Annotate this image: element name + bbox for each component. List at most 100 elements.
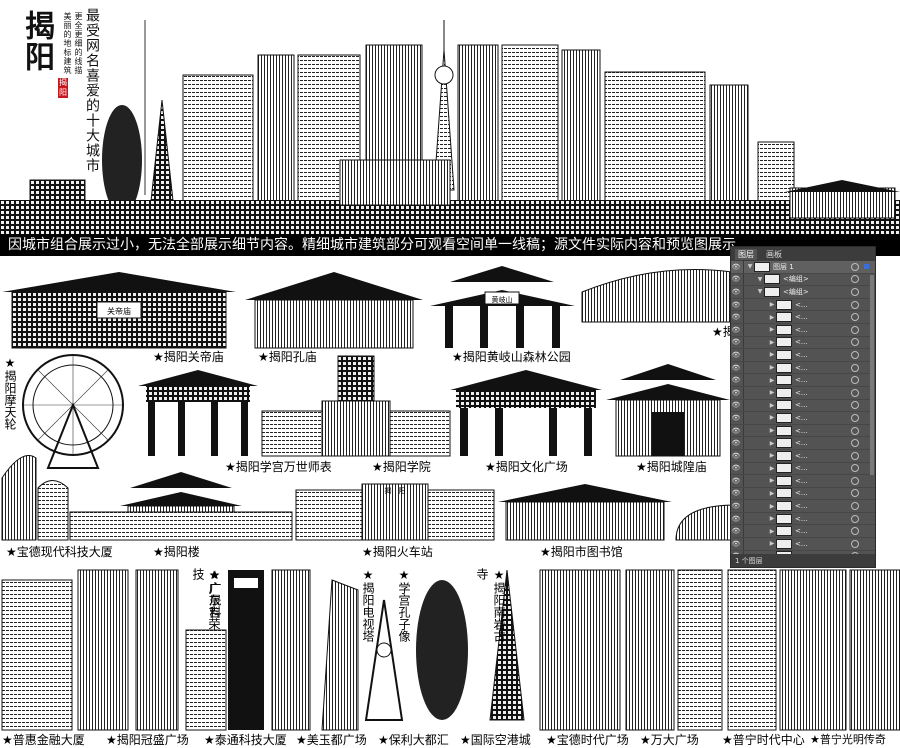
layer-row[interactable]: 👁▶<... (731, 424, 875, 438)
disclosure-arrow-icon[interactable]: ▶ (769, 313, 775, 321)
layer-row[interactable]: 👁▶<... (731, 475, 875, 488)
lock-slot[interactable] (743, 512, 744, 525)
lock-slot[interactable] (743, 323, 744, 336)
disclosure-arrow-icon[interactable]: ▶ (769, 439, 775, 447)
disclosure-arrow-icon[interactable]: ▶ (769, 502, 775, 510)
disclosure-arrow-icon[interactable]: ▼ (757, 288, 763, 296)
layer-row[interactable]: 👁▼图层 1 (731, 261, 875, 274)
disclosure-arrow-icon[interactable]: ▶ (769, 452, 775, 460)
lock-slot[interactable] (743, 261, 744, 273)
target-circle-icon[interactable] (851, 350, 859, 359)
disclosure-arrow-icon[interactable]: ▶ (769, 301, 775, 309)
eye-icon[interactable]: 👁 (731, 313, 741, 322)
layer-row[interactable]: 👁▶<... (731, 336, 875, 350)
target-circle-icon[interactable] (851, 514, 859, 523)
target-circle-icon[interactable] (851, 363, 859, 372)
eye-icon[interactable]: 👁 (731, 527, 741, 536)
lock-slot[interactable] (743, 424, 744, 437)
layer-row[interactable]: 👁▶<... (731, 386, 875, 400)
lock-slot[interactable] (743, 538, 744, 550)
lock-slot[interactable] (743, 349, 744, 361)
layer-row[interactable]: 👁▶<... (731, 437, 875, 450)
disclosure-arrow-icon[interactable]: ▶ (769, 540, 775, 548)
target-circle-icon[interactable] (851, 300, 859, 309)
target-circle-icon[interactable] (851, 376, 859, 385)
eye-icon[interactable]: 👁 (731, 464, 741, 473)
eye-icon[interactable]: 👁 (731, 413, 741, 422)
disclosure-arrow-icon[interactable]: ▼ (757, 275, 763, 283)
eye-icon[interactable]: 👁 (731, 489, 741, 498)
disclosure-arrow-icon[interactable]: ▼ (747, 263, 753, 271)
lock-slot[interactable] (743, 273, 744, 286)
tab-artboards[interactable]: 画板 (766, 249, 782, 259)
layer-row[interactable]: 👁▶<... (731, 323, 875, 337)
target-circle-icon[interactable] (851, 539, 859, 548)
layer-row[interactable]: 👁▶<... (731, 449, 875, 463)
target-circle-icon[interactable] (851, 287, 859, 296)
layer-row[interactable]: 👁▶<... (731, 399, 875, 413)
lock-slot[interactable] (743, 462, 744, 475)
disclosure-arrow-icon[interactable]: ▶ (769, 414, 775, 422)
eye-icon[interactable]: 👁 (731, 262, 741, 271)
lock-slot[interactable] (743, 386, 744, 399)
eye-icon[interactable]: 👁 (731, 451, 741, 460)
target-circle-icon[interactable] (851, 502, 859, 511)
target-circle-icon[interactable] (851, 489, 859, 498)
layer-row[interactable]: 👁▶<... (731, 412, 875, 425)
target-circle-icon[interactable] (851, 413, 859, 422)
eye-icon[interactable]: 👁 (731, 376, 741, 385)
layer-row[interactable]: 👁▶<... (731, 311, 875, 324)
lock-slot[interactable] (743, 298, 744, 311)
layer-row[interactable]: 👁▼<编组> (731, 273, 875, 287)
disclosure-arrow-icon[interactable]: ▶ (769, 527, 775, 535)
target-circle-icon[interactable] (851, 338, 859, 347)
layer-row[interactable]: 👁▶<... (731, 349, 875, 362)
lock-slot[interactable] (743, 336, 744, 349)
disclosure-arrow-icon[interactable]: ▶ (769, 427, 775, 435)
tab-layers[interactable]: 图层 (735, 248, 757, 260)
disclosure-arrow-icon[interactable]: ▶ (769, 351, 775, 359)
disclosure-arrow-icon[interactable]: ▶ (769, 401, 775, 409)
target-circle-icon[interactable] (851, 313, 859, 322)
target-circle-icon[interactable] (851, 527, 859, 536)
target-circle-icon[interactable] (851, 275, 859, 284)
eye-icon[interactable]: 👁 (731, 363, 741, 372)
target-circle-icon[interactable] (851, 401, 859, 410)
lock-slot[interactable] (743, 361, 744, 374)
eye-icon[interactable]: 👁 (731, 325, 741, 334)
lock-slot[interactable] (743, 311, 744, 323)
eye-icon[interactable]: 👁 (731, 439, 741, 448)
eye-icon[interactable]: 👁 (731, 539, 741, 548)
layer-row[interactable]: 👁▶<... (731, 500, 875, 513)
layer-row[interactable]: 👁▼<编组> (731, 286, 875, 299)
eye-icon[interactable]: 👁 (731, 502, 741, 511)
target-circle-icon[interactable] (851, 262, 859, 271)
eye-icon[interactable]: 👁 (731, 476, 741, 485)
eye-icon[interactable]: 👁 (731, 401, 741, 410)
eye-icon[interactable]: 👁 (731, 388, 741, 397)
eye-icon[interactable]: 👁 (731, 350, 741, 359)
eye-icon[interactable]: 👁 (731, 338, 741, 347)
target-circle-icon[interactable] (851, 464, 859, 473)
disclosure-arrow-icon[interactable]: ▶ (769, 326, 775, 334)
lock-slot[interactable] (743, 437, 744, 449)
layer-row[interactable]: 👁▶<... (731, 374, 875, 387)
layer-row[interactable]: 👁▶<... (731, 462, 875, 476)
disclosure-arrow-icon[interactable]: ▶ (769, 338, 775, 346)
lock-slot[interactable] (743, 399, 744, 412)
eye-icon[interactable]: 👁 (731, 514, 741, 523)
lock-slot[interactable] (743, 412, 744, 424)
layers-panel[interactable]: 图层 画板 👁▼图层 1👁▼<编组>👁▼<编组>👁▶<...👁▶<...👁▶<.… (730, 246, 876, 568)
lock-slot[interactable] (743, 525, 744, 538)
panel-scrollbar[interactable] (870, 275, 874, 475)
eye-icon[interactable]: 👁 (731, 275, 741, 284)
eye-icon[interactable]: 👁 (731, 426, 741, 435)
layer-row[interactable]: 👁▶<... (731, 487, 875, 501)
layer-row[interactable]: 👁▶<... (731, 361, 875, 375)
eye-icon[interactable]: 👁 (731, 287, 741, 296)
layer-row[interactable]: 👁▶<... (731, 538, 875, 551)
eye-icon[interactable]: 👁 (731, 300, 741, 309)
layer-row[interactable]: 👁▶<... (731, 298, 875, 312)
lock-slot[interactable] (743, 487, 744, 500)
lock-slot[interactable] (743, 500, 744, 512)
